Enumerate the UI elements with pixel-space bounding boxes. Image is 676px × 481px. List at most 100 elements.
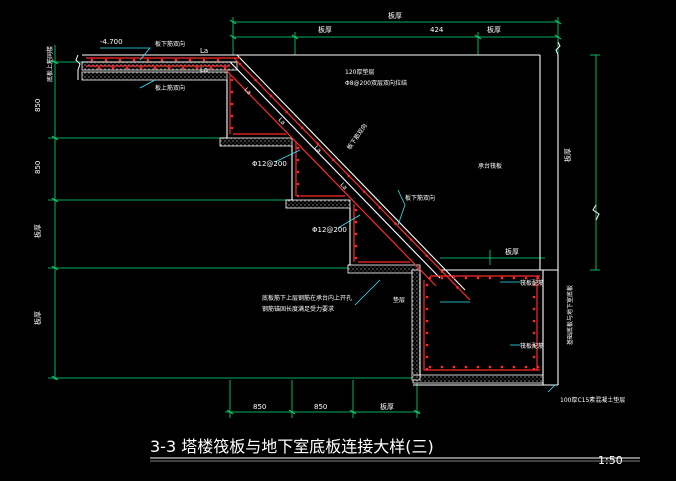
- rebar-dot: [90, 58, 94, 62]
- top-left-note2: 板上筋双向: [155, 84, 185, 92]
- rebar-dot: [363, 190, 366, 193]
- annotation-text: -4.700 板下筋双向 板上筋双向 底板上筋同楼 La La La La La…: [46, 38, 625, 404]
- rebar-dot: [452, 365, 456, 369]
- pit-note-2: 钢筋锚固长度满足受力要求: [262, 305, 334, 313]
- rebar-dot: [464, 276, 468, 280]
- la-slope-1: La: [243, 86, 253, 96]
- la-slope-4: La: [339, 181, 349, 191]
- rebar-dot: [254, 78, 257, 82]
- rebar-dot: [139, 66, 143, 70]
- rebar-dot: [160, 58, 164, 62]
- rebar-dot: [425, 283, 429, 287]
- dim-left-1: 850: [34, 99, 42, 112]
- rebar-dot: [378, 206, 382, 209]
- rebar-dot: [174, 58, 178, 62]
- dim-left-3: 板厚: [33, 224, 42, 238]
- rebar-dot: [524, 276, 528, 280]
- rebar-dot: [394, 222, 397, 225]
- rebar-dot: [452, 276, 456, 280]
- pit-right-note-1: 筏板配筋: [520, 279, 544, 287]
- rebar-dot: [532, 295, 536, 299]
- dim-pit-top: 板厚: [505, 247, 519, 256]
- rebar-dots: [90, 58, 540, 371]
- leader-lines: [100, 47, 556, 393]
- rebar-dot: [500, 365, 504, 369]
- rebar-dot: [354, 208, 358, 212]
- dimension-text: 板厚 板厚 424 板厚 850 850 板厚 板厚 板厚 850 850 板厚…: [33, 11, 572, 411]
- rebar-dot: [536, 276, 540, 280]
- rebar-dot: [296, 194, 300, 198]
- rebar-dot: [111, 66, 115, 70]
- rebar-dot: [230, 114, 234, 118]
- rebar-dot: [440, 365, 444, 369]
- rebar-dot: [532, 319, 536, 323]
- rebar-dot: [285, 110, 288, 114]
- rebar-dot: [223, 66, 227, 70]
- rebar-dot: [488, 276, 492, 280]
- rebar-dot: [532, 283, 536, 287]
- rebar-dot: [230, 78, 234, 82]
- rebar-dot: [202, 58, 206, 62]
- dim-bottom-3: 板厚: [380, 402, 394, 411]
- pit-label: 垫层: [393, 296, 405, 304]
- elevation-label: -4.700: [100, 38, 123, 46]
- rebar-dot: [536, 365, 540, 369]
- pit-bottom-note: 100厚C15素混凝土垫层: [560, 396, 625, 404]
- dim-right-vertical: 板厚: [563, 148, 572, 162]
- rebar-dot: [296, 182, 300, 186]
- la-label-1: La: [200, 47, 208, 55]
- rebar-dot: [512, 365, 516, 369]
- rebar-dot: [532, 307, 536, 311]
- rebar-dot: [524, 365, 528, 369]
- rebar-dot: [425, 355, 429, 359]
- rebar-dot: [230, 126, 234, 130]
- top-left-note: 板下筋双向: [155, 40, 185, 48]
- rebar-dot: [125, 66, 129, 70]
- rebar-dot: [230, 90, 234, 94]
- drawing-scale: 1:50: [598, 454, 623, 467]
- rebar-dot: [188, 58, 192, 62]
- rebar-dot: [456, 286, 459, 289]
- drawing-title: 3-3 塔楼筏板与地下室底板连接大样(三): [150, 437, 434, 456]
- rebar-lines: [86, 57, 540, 371]
- rebar-dot: [195, 66, 199, 70]
- rebar-dot: [354, 232, 358, 236]
- rebar-dot: [532, 343, 536, 347]
- pit-right-vertical: 基础底板与地下室底板: [566, 285, 574, 345]
- rebar-dot: [296, 146, 300, 150]
- rebar-dot: [532, 331, 536, 335]
- rebar-dot: [269, 94, 273, 98]
- dimension-ticks: [51, 19, 562, 415]
- rebar-dot: [146, 58, 150, 62]
- rebar-spec-2: Φ12@200: [312, 226, 347, 234]
- rebar-dot: [316, 142, 320, 146]
- rebar-dot: [425, 343, 429, 347]
- rebar-dot: [153, 66, 157, 70]
- pit-right-note-2: 筏板配筋: [520, 342, 544, 350]
- concrete-slabs: [81, 61, 544, 384]
- mid-note: 板下筋双向: [405, 194, 435, 202]
- rebar-dot: [347, 174, 351, 178]
- rebar-dot: [425, 367, 429, 371]
- dim-top-left: 板厚: [318, 25, 332, 34]
- rebar-dot: [230, 102, 234, 106]
- dim-left-2: 850: [34, 161, 42, 174]
- rebar-dot: [440, 270, 444, 273]
- rebar-dot: [425, 254, 428, 257]
- rebar-dot: [216, 58, 220, 62]
- rebar-dot: [476, 365, 480, 369]
- dim-top-mid: 424: [430, 26, 444, 34]
- rebar-dot: [428, 365, 432, 369]
- pit-note-1: 底板筋下上层钢筋在承台内上开孔: [262, 294, 352, 302]
- rebar-top-note2: Φ8@200双层双向拉结: [345, 79, 407, 87]
- rebar-dot: [167, 66, 171, 70]
- dim-top-right: 板厚: [487, 25, 501, 34]
- rebar-dot: [354, 256, 358, 260]
- rebar-dot: [354, 220, 358, 224]
- rebar-dot: [512, 276, 516, 280]
- rebar-dot: [296, 158, 300, 162]
- rebar-dot: [500, 276, 504, 280]
- rebar-dot: [425, 307, 429, 311]
- rebar-dot: [440, 276, 444, 280]
